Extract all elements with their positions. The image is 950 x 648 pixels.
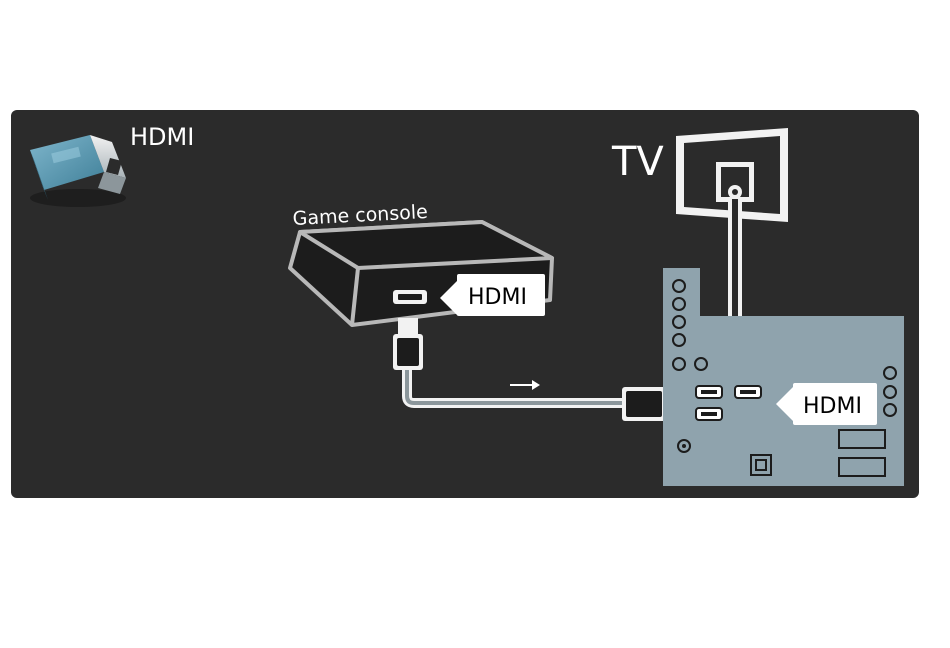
tv-port-tag: HDMI <box>776 383 877 425</box>
tv-label: TV <box>611 139 664 185</box>
device-port-tag-text: HDMI <box>468 285 527 310</box>
tv-port-tag-text: HDMI <box>803 394 862 419</box>
legend-label: HDMI <box>130 123 194 151</box>
